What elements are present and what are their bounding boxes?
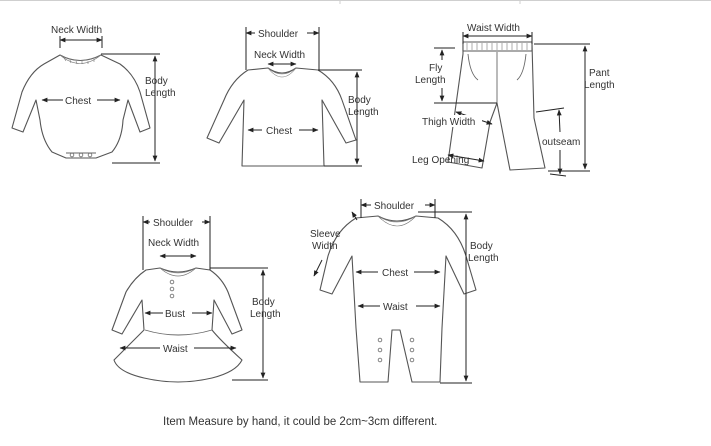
pants-thigh-width-label: Thigh Width: [422, 117, 475, 128]
bodysuit-snap: [69, 152, 75, 158]
bodysuit-figure: [11, 54, 151, 159]
pants-length-label: Pant: [589, 68, 610, 79]
pants-length-label-2: Length: [584, 80, 615, 91]
jumpsuit-snap: [409, 347, 415, 353]
pants-outseam-arrow-top: [556, 109, 562, 133]
jumpsuit-chest-label: Chest: [382, 268, 408, 279]
dress-shoulder-label: Shoulder: [153, 218, 194, 229]
bodysuit-collar: [59, 54, 102, 64]
jumpsuit-snap: [377, 347, 383, 353]
jumpsuit-figure: [319, 215, 477, 383]
dress-outline: [111, 267, 243, 383]
pants-fly-length-label: Fly: [429, 63, 442, 74]
bodysuit-neck-width-label: Neck Width: [51, 25, 102, 36]
tshirt-shoulder-label-bg: [255, 27, 307, 39]
jumpsuit-length-label-2: Length: [468, 253, 499, 264]
pants-pocket-right: [516, 53, 527, 81]
dress-length-label-2: Length: [250, 309, 281, 320]
pants-outseam-label: outseam: [542, 137, 580, 148]
jumpsuit-length-label: Body: [470, 241, 493, 252]
jumpsuit-sleeve-arrow-top: [351, 211, 358, 221]
jumpsuit-snap: [409, 337, 415, 343]
pants-leg-opening-label: Leg Opening: [412, 155, 469, 166]
tshirt-collar: [267, 67, 297, 78]
pants-fly-length-label-2: Length: [415, 75, 446, 86]
jumpsuit-shoulder-label-bg: [371, 199, 425, 211]
bodysuit-length-label-2: Length: [145, 88, 176, 99]
jumpsuit-snap: [409, 357, 415, 363]
dress-waist-seam: [144, 329, 213, 336]
bodysuit-snap: [78, 152, 84, 158]
pants-waistband-rib: [466, 43, 528, 50]
jumpsuit-shoulder-label: Shoulder: [374, 201, 415, 212]
pants-figure: [447, 41, 546, 171]
tshirt-shoulder-label: Shoulder: [258, 29, 299, 40]
measurement-footnote: Item Measure by hand, it could be 2cm~3c…: [163, 416, 437, 428]
dress-button: [169, 279, 175, 285]
dress-shoulder-label-bg: [150, 216, 202, 228]
pants-pocket-left: [467, 53, 479, 81]
bodysuit-snap: [87, 152, 93, 158]
pants-waist-width-label: Waist Width: [467, 23, 520, 34]
pants-outseam-top-ext: [535, 107, 565, 113]
dress-button: [169, 293, 175, 299]
tshirt-outline: [206, 67, 357, 167]
dress-length-label: Body: [252, 297, 275, 308]
tshirt-length-label: Body: [348, 95, 371, 106]
tshirt-neck-width-label: Neck Width: [254, 50, 305, 61]
jumpsuit-sleeve-width-label-2: Width: [312, 241, 338, 252]
bodysuit-outline: [11, 54, 151, 159]
pants-outline: [447, 43, 546, 171]
pants-outseam-bottom-ext: [549, 173, 567, 177]
jumpsuit-snap: [377, 337, 383, 343]
jumpsuit-waist-label: Waist: [383, 302, 408, 313]
dress-figure: [111, 267, 243, 383]
bodysuit-length-label: Body: [145, 76, 168, 87]
tshirt-figure: [206, 67, 357, 167]
dress-waist-label: Waist: [163, 344, 188, 355]
jumpsuit-sleeve-arrow-bottom: [313, 259, 323, 277]
pants-leg-opening-arrow: [447, 153, 485, 163]
tshirt-length-label-2: Length: [348, 107, 379, 118]
bodysuit-chest-label: Chest: [65, 96, 91, 107]
pants-waistband: [462, 41, 533, 52]
jumpsuit-sleeve-width-label: Sleeve: [310, 229, 341, 240]
dress-bust-label: Bust: [165, 309, 185, 320]
pants-thigh-label-bg: [420, 115, 482, 127]
jumpsuit-collar: [377, 215, 417, 227]
dress-collar: [159, 267, 197, 277]
tshirt-chest-label: Chest: [266, 126, 292, 137]
dress-neck-width-label: Neck Width: [148, 238, 199, 249]
dress-button: [169, 286, 175, 292]
jumpsuit-snap: [377, 357, 383, 363]
jumpsuit-outline: [319, 215, 477, 383]
bodysuit-collar-rib: [63, 57, 95, 65]
